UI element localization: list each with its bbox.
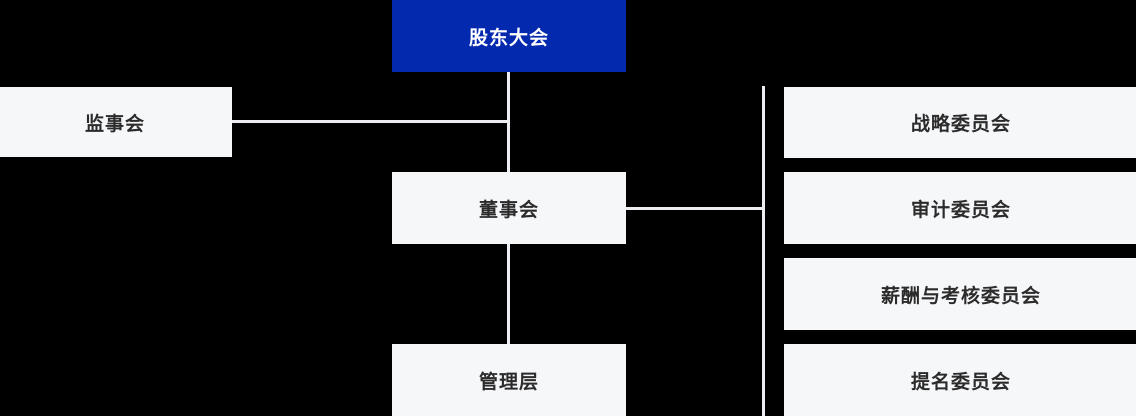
node-nomination-committee[interactable]: 提名委员会 xyxy=(784,344,1136,416)
connector-board-to-committee-rail xyxy=(626,207,765,210)
connector-shareholders-to-supervisors xyxy=(232,120,510,123)
node-audit-committee[interactable]: 审计委员会 xyxy=(784,172,1136,244)
node-shareholders-meeting[interactable]: 股东大会 xyxy=(392,0,626,72)
node-compensation-committee[interactable]: 薪酬与考核委员会 xyxy=(784,258,1136,330)
node-board-of-directors[interactable]: 董事会 xyxy=(392,172,626,244)
connector-board-to-management xyxy=(507,244,510,344)
node-management[interactable]: 管理层 xyxy=(392,344,626,416)
node-strategy-committee[interactable]: 战略委员会 xyxy=(784,87,1136,158)
node-board-of-supervisors[interactable]: 监事会 xyxy=(0,87,232,157)
connector-committee-rail xyxy=(762,86,765,416)
